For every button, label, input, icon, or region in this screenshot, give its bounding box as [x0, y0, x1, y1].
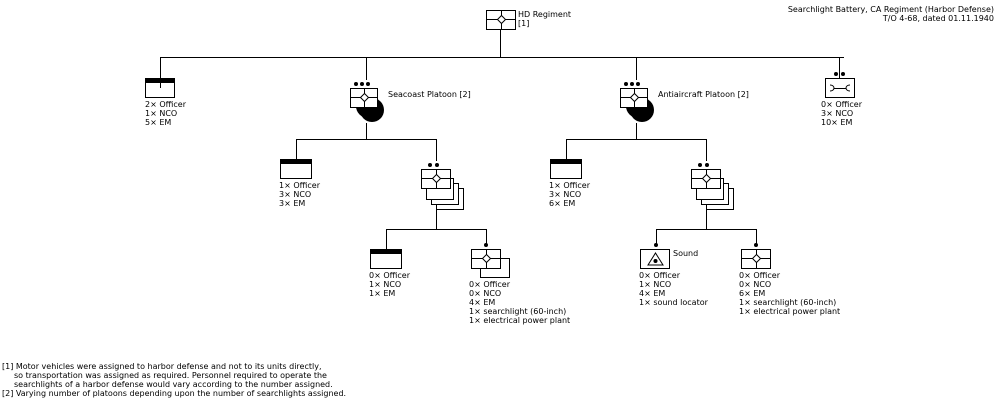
footnote-2: [2] Varying number of platoons depending…: [2, 389, 347, 398]
combined-arms-cross-icon: [692, 170, 720, 188]
seacoast-platoon-name: Seacoast Platoon [2]: [388, 90, 471, 99]
antiaircraft-hq-symbol: [550, 159, 582, 179]
sound-squad-name: Sound: [673, 249, 699, 258]
antiaircraft-searchlight-squad-symbol: [741, 249, 771, 269]
chart-title: Searchlight Battery, CA Regiment (Harbor…: [788, 5, 994, 23]
seacoast-section-symbol: [421, 169, 451, 189]
seacoast-searchlight-squad-symbol: [471, 249, 501, 269]
footnote-1-line-2: so transportation was assigned as requir…: [14, 371, 327, 380]
sound-locator-icon: [647, 252, 664, 266]
antiaircraft-section-symbol: [691, 169, 721, 189]
combined-arms-cross-icon: [487, 11, 515, 29]
sound-squad-symbol: [640, 249, 670, 269]
footnote-1-line-1: [1] Motor vehicles were assigned to harb…: [2, 362, 322, 371]
seacoast-hq-symbol: [280, 159, 312, 179]
combined-arms-cross-icon: [621, 89, 647, 107]
combined-arms-cross-icon: [742, 250, 770, 268]
title-line-1: Searchlight Battery, CA Regiment (Harbor…: [787, 5, 994, 14]
battery-hq-symbol: [145, 78, 175, 98]
regiment-note: [1]: [518, 19, 530, 28]
regiment-symbol: [486, 10, 516, 30]
antiaircraft-platoon-name: Antiaircraft Platoon [2]: [658, 90, 749, 99]
combined-arms-cross-icon: [472, 250, 500, 268]
antiaircraft-platoon-symbol: [620, 88, 648, 108]
footnotes: [1] Motor vehicles were assigned to harb…: [2, 362, 346, 398]
wrench-icon: [829, 84, 851, 92]
seacoast-section-hq-symbol: [370, 249, 402, 269]
maintenance-symbol: [825, 78, 855, 98]
footnote-1-line-3: searchlights of a harbor defense would v…: [14, 380, 333, 389]
combined-arms-cross-icon: [422, 170, 450, 188]
title-line-2: T/O 4-68, dated 01.11.1940: [882, 14, 994, 23]
combined-arms-cross-icon: [351, 89, 377, 107]
seacoast-platoon-symbol: [350, 88, 378, 108]
regiment-name: HD Regiment: [518, 10, 572, 19]
